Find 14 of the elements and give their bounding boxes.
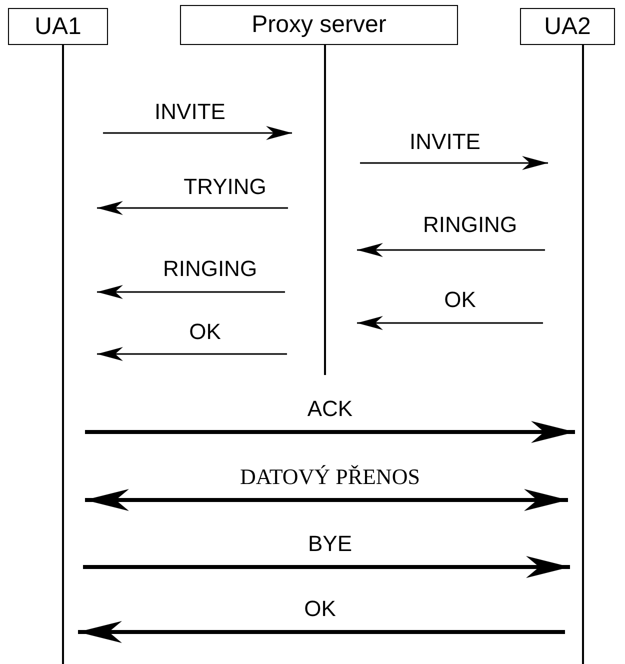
message-arrow [97,201,288,215]
message-arrow [85,489,568,511]
message-arrow [103,126,292,140]
participant-box: UA2 [520,8,615,45]
message-arrow [78,621,565,643]
message-arrow [85,421,575,443]
message-arrow [83,556,570,578]
participant-box: UA1 [8,8,108,45]
message-arrow [97,347,287,361]
message-arrow [357,316,543,330]
participant-box: Proxy server [180,5,458,45]
message-arrow [97,285,285,299]
message-arrow [357,243,545,257]
message-arrow [360,156,548,170]
